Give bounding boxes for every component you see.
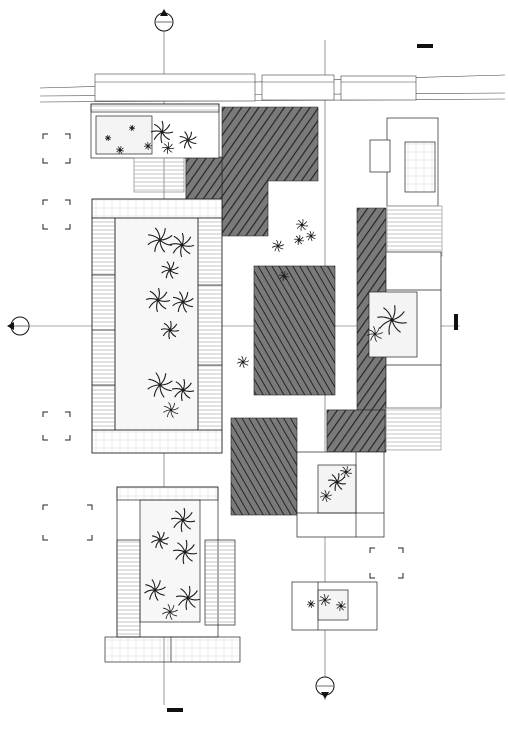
corner-mark xyxy=(398,547,404,553)
section-cut-bars xyxy=(167,44,458,712)
palm-tree-icon xyxy=(278,270,290,282)
corner-mark xyxy=(65,199,71,205)
palm-tree-icon xyxy=(171,378,195,402)
palm-tree-icon xyxy=(175,585,201,611)
corner-mark xyxy=(42,435,48,441)
palm-tree-icon xyxy=(129,125,135,131)
palm-tree-icon xyxy=(143,141,153,151)
section-markers xyxy=(7,9,335,699)
palm-tree-icon xyxy=(340,466,352,478)
corner-mark xyxy=(42,199,48,205)
palm-tree-icon xyxy=(295,218,309,232)
palm-tree-icon xyxy=(150,120,174,144)
corner-mark xyxy=(369,547,375,553)
palm-tree-icon xyxy=(305,230,317,242)
corner-mark xyxy=(65,435,71,441)
palm-tree-icon xyxy=(145,287,171,313)
palm-tree-icon xyxy=(336,601,346,611)
palm-tree-icon xyxy=(147,372,173,398)
palm-trees xyxy=(104,120,407,620)
corner-mark xyxy=(65,224,71,230)
section-marker-top xyxy=(154,9,174,32)
road-strip xyxy=(39,73,506,103)
corner-mark xyxy=(65,158,71,164)
palm-tree-icon xyxy=(172,291,194,313)
corner-mark xyxy=(87,535,93,541)
palm-tree-icon xyxy=(236,355,250,369)
northeast-block xyxy=(369,117,443,257)
palm-tree-icon xyxy=(160,320,180,340)
palm-tree-icon xyxy=(147,227,173,253)
palm-tree-icon xyxy=(161,261,179,279)
palm-tree-icon xyxy=(377,305,407,335)
southwest-courtyard-block xyxy=(104,486,241,663)
palm-tree-icon xyxy=(170,507,196,533)
corner-mark xyxy=(42,535,48,541)
palm-tree-icon xyxy=(319,489,333,503)
palm-tree-icon xyxy=(172,539,198,565)
palm-tree-icon xyxy=(162,604,178,620)
section-marker-left xyxy=(7,316,30,336)
corner-mark xyxy=(42,133,48,139)
corner-mark xyxy=(65,133,71,139)
palm-tree-icon xyxy=(179,131,197,149)
corner-mark xyxy=(65,411,71,417)
central-field xyxy=(253,265,336,396)
palm-tree-icon xyxy=(163,402,179,418)
corner-marks xyxy=(42,133,404,579)
palm-tree-icon xyxy=(293,234,305,246)
palm-tree-icon xyxy=(271,239,285,253)
corner-mark xyxy=(42,411,48,417)
palm-tree-icon xyxy=(306,599,316,609)
palm-tree-icon xyxy=(169,232,195,258)
west-courtyard-block xyxy=(91,198,223,454)
palm-tree-icon xyxy=(144,579,166,601)
palm-tree-icon xyxy=(104,134,112,142)
corner-mark xyxy=(87,504,93,510)
palm-tree-icon xyxy=(328,473,346,491)
corner-mark xyxy=(42,158,48,164)
palm-tree-icon xyxy=(366,325,384,343)
north-pavilion xyxy=(90,103,220,193)
corner-mark xyxy=(42,224,48,230)
east-field-lower xyxy=(326,409,386,453)
corner-mark xyxy=(398,573,404,579)
palm-tree-icon xyxy=(116,146,124,154)
palm-tree-icon xyxy=(151,531,169,549)
south-central-block xyxy=(296,451,385,538)
buildings xyxy=(90,103,443,663)
east-courtyard-block xyxy=(368,251,442,451)
corner-mark xyxy=(369,573,375,579)
southeast-small-block xyxy=(291,581,378,631)
corner-mark xyxy=(42,504,48,510)
palm-tree-icon xyxy=(318,593,332,607)
palm-tree-icon xyxy=(161,141,175,155)
section-marker-bottom xyxy=(315,676,335,699)
south-field xyxy=(230,417,298,516)
